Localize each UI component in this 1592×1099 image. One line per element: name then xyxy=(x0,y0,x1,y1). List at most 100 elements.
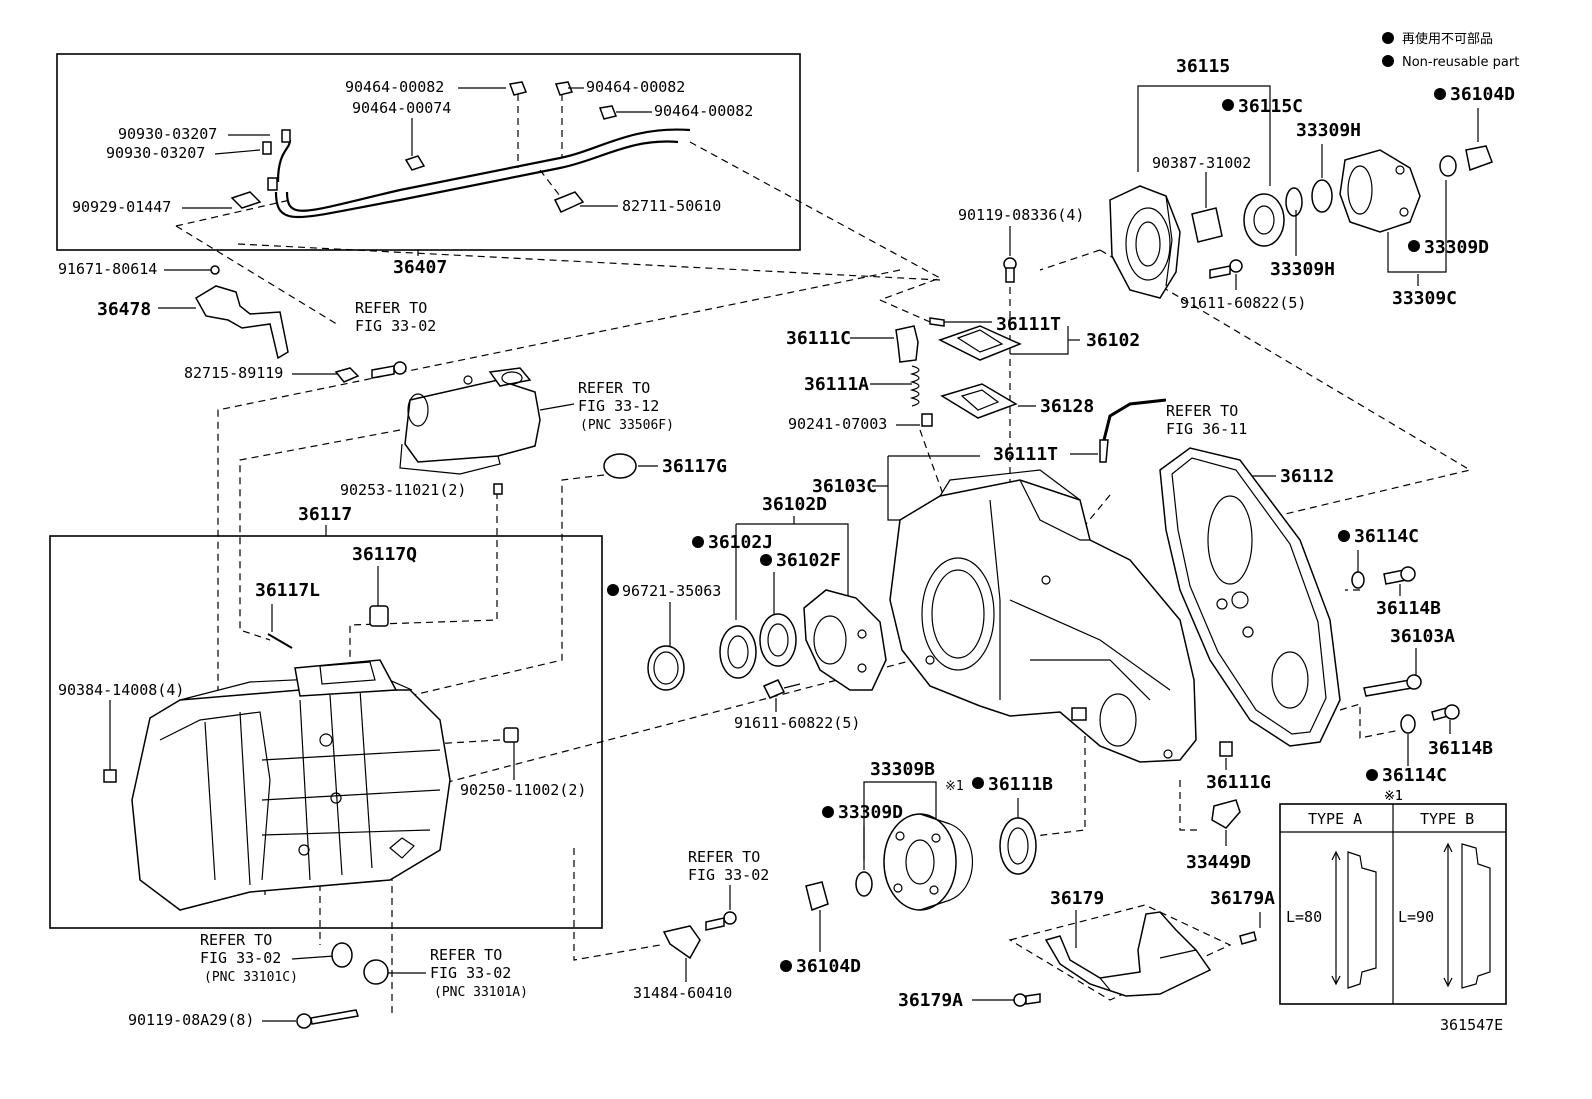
label-36117G: 36117G xyxy=(662,456,727,477)
refer-fig3302a-a: REFER TO xyxy=(430,946,502,964)
refer-fig3312-c: (PNC 33506F) xyxy=(580,418,674,433)
nut-36104D-icon xyxy=(1465,145,1493,172)
label-90930-03207-b: 90930-03207 xyxy=(106,144,205,162)
label-90464-00082-b: 90464-00082 xyxy=(586,78,685,96)
tube-clip-icon xyxy=(508,81,528,96)
label-91611-60822-mid: 91611-60822(5) xyxy=(734,714,860,732)
bolt-icon xyxy=(1229,259,1243,273)
non-reusable-bullet-icon xyxy=(1338,530,1350,542)
sensor-31484-icon xyxy=(662,925,701,960)
label-36111G: 36111G xyxy=(1206,772,1271,793)
label-33309D-bot: 33309D xyxy=(838,802,903,823)
non-reusable-bullet-icon xyxy=(1434,88,1446,100)
label-36117: 36117 xyxy=(298,504,352,525)
label-36114C-b: 36114C xyxy=(1382,765,1447,786)
gasket-36128-icon xyxy=(940,383,1018,419)
label-36128: 36128 xyxy=(1040,396,1094,417)
refer-fig3302-b: FIG 33-02 xyxy=(355,317,436,335)
non-reusable-bullet-icon xyxy=(1366,769,1378,781)
label-90387-31002: 90387-31002 xyxy=(1152,154,1251,172)
type-b-length: L=90 xyxy=(1398,908,1434,926)
label-36111T-a: 36111T xyxy=(996,314,1061,335)
label-36117Q: 36117Q xyxy=(352,544,417,565)
label-36103C: 36103C xyxy=(812,476,877,497)
non-reusable-bullet-icon xyxy=(780,960,792,972)
label-96721-35063: 96721-35063 xyxy=(622,582,721,600)
guide-lines xyxy=(159,141,1472,1015)
refer-fig3312-b: FIG 33-12 xyxy=(578,397,659,415)
tube-clip-icon xyxy=(554,81,574,96)
label-36111B: 36111B xyxy=(988,774,1053,795)
bushing-36117Q-icon xyxy=(369,605,389,627)
label-36102: 36102 xyxy=(1086,330,1140,351)
label-33309H-b: 33309H xyxy=(1270,259,1335,280)
companion-flange-33309B-drawing xyxy=(883,813,973,911)
label-36478: 36478 xyxy=(97,299,151,320)
transfer-case-36103C-drawing xyxy=(889,469,1197,763)
label-90241-07003: 90241-07003 xyxy=(788,415,887,433)
refer-fig3611-b: FIG 36-11 xyxy=(1166,420,1247,438)
sensor-33449D-icon xyxy=(1211,799,1241,829)
label-36104D-bot: 36104D xyxy=(796,956,861,977)
type-a-header: TYPE A xyxy=(1308,810,1362,828)
label-36179A-b: 36179A xyxy=(898,990,963,1011)
label-36179: 36179 xyxy=(1050,888,1104,909)
label-36117L: 36117L xyxy=(255,580,320,601)
refer-fig3611-a: REFER TO xyxy=(1166,402,1238,420)
non-reusable-bullet-icon xyxy=(822,806,834,818)
label-36111T-b: 36111T xyxy=(993,444,1058,465)
label-90464-00082-a: 90464-00082 xyxy=(345,78,444,96)
refer-fig3312-a: REFER TO xyxy=(578,379,650,397)
type-a-length: L=80 xyxy=(1286,908,1322,926)
label-90464-00074: 90464-00074 xyxy=(352,99,451,117)
label-36102D: 36102D xyxy=(762,494,827,515)
non-reusable-bullet-icon xyxy=(1382,32,1394,44)
label-90930-03207-a: 90930-03207 xyxy=(118,125,217,143)
label-33309C: 33309C xyxy=(1392,288,1457,309)
tube-bracket-icon xyxy=(553,191,585,213)
label-90253-11021: 90253-11021(2) xyxy=(340,481,466,499)
cover-36102-icon xyxy=(938,325,1022,361)
legend: 再使用不可部品 Non-reusable part xyxy=(1382,31,1519,70)
label-36102J: 36102J xyxy=(708,532,773,553)
plug-icon xyxy=(363,959,389,985)
tube-clip-icon xyxy=(404,155,426,171)
non-reusable-bullet-icon xyxy=(607,584,619,596)
oil-seal-36111B-icon xyxy=(999,817,1037,875)
non-reusable-bullet-icon xyxy=(760,554,772,566)
label-33309D-top: 33309D xyxy=(1424,237,1489,258)
legend-jp: 再使用不可部品 xyxy=(1402,31,1493,47)
bolt-icon xyxy=(1444,704,1460,720)
label-90250-11002: 90250-11002(2) xyxy=(460,781,586,799)
label-36103A: 36103A xyxy=(1390,626,1455,647)
retainer-36102D-drawing xyxy=(803,589,887,691)
tube-assembly-box xyxy=(56,53,801,251)
figure-id: 361547E xyxy=(1440,1016,1503,1034)
mark-kome1-b: ※1 xyxy=(945,779,964,794)
label-36112: 36112 xyxy=(1280,466,1334,487)
shift-housing-drawing xyxy=(399,367,541,475)
non-reusable-bullet-icon xyxy=(1408,240,1420,252)
label-33449D: 33449D xyxy=(1186,852,1251,873)
refer-fig3302d-b: FIG 33-02 xyxy=(688,866,769,884)
non-reusable-bullet-icon xyxy=(692,536,704,548)
label-90464-00082-c: 90464-00082 xyxy=(654,102,753,120)
label-33309B: 33309B xyxy=(870,759,935,780)
label-90929-01447: 90929-01447 xyxy=(72,198,171,216)
transfer-case-box xyxy=(49,535,603,929)
case-housing-drawing xyxy=(131,659,451,911)
tube-clip-icon xyxy=(598,105,618,120)
label-36179A-a: 36179A xyxy=(1210,888,1275,909)
label-36111A: 36111A xyxy=(804,374,869,395)
label-36115: 36115 xyxy=(1176,56,1230,77)
seal-icon xyxy=(331,942,353,968)
label-36114B-b: 36114B xyxy=(1428,738,1493,759)
plug-36111C-icon xyxy=(895,325,919,363)
refer-fig3302d-a: REFER TO xyxy=(688,848,760,866)
bolt-icon xyxy=(371,365,395,379)
label-90119-08A29: 90119-08A29(8) xyxy=(128,1011,254,1029)
bearing-icon xyxy=(759,613,797,667)
label-36115C: 36115C xyxy=(1238,96,1303,117)
label-91611-60822-top: 91611-60822(5) xyxy=(1180,294,1306,312)
